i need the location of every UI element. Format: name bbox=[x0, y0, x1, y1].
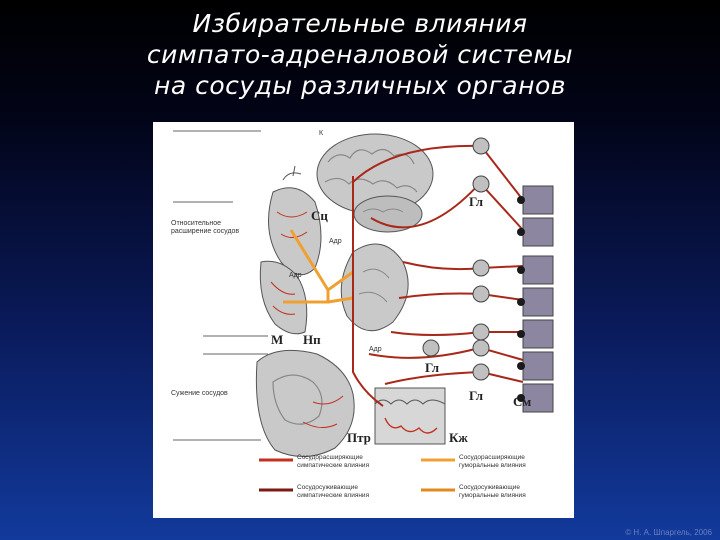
legend-item-sympathetic-constricting: Сосудосуживающие симпатические влияния bbox=[297, 484, 370, 499]
legend-swatches bbox=[259, 458, 455, 492]
humoral-pathways bbox=[283, 229, 354, 304]
label-k: К bbox=[319, 130, 324, 137]
copyright: © Н. А. Шпаргель, 2006 bbox=[625, 528, 712, 537]
caption-constriction: Сужение сосудов bbox=[171, 390, 228, 397]
muscle-icon bbox=[259, 260, 308, 335]
ganglia bbox=[422, 137, 490, 381]
label-gl-top: Гл bbox=[469, 194, 484, 209]
guide-lines bbox=[173, 130, 268, 441]
intestine-icon bbox=[255, 349, 355, 458]
label-adr-1: Адр bbox=[329, 238, 342, 245]
label-gl-low: Гл bbox=[469, 388, 484, 403]
sympathetic-pathways bbox=[352, 144, 524, 407]
label-adr-3: Адр bbox=[369, 346, 382, 353]
label-m: М bbox=[271, 332, 284, 347]
spinal-cord bbox=[522, 185, 554, 413]
slide-title: Избирательные влияния симпато-адреналово… bbox=[0, 8, 720, 101]
label-np: Нп bbox=[303, 332, 321, 347]
legend-item-sympathetic-dilating: Сосудорасширяющие симпатические влияния bbox=[297, 454, 370, 469]
label-ptr: Птр bbox=[347, 430, 371, 445]
spinal-nerve-roots bbox=[517, 196, 525, 402]
legend-item-humoral-constricting: Сосудосуживающие гуморальные влияния bbox=[459, 484, 526, 499]
label-adr-2: Адр bbox=[289, 272, 302, 279]
caption-dilation: Относительное расширение сосудов bbox=[171, 220, 240, 235]
vascular-diagram: К Сц Гл Адр Адр Адр М Нп Гл Гл См Птр Кж… bbox=[153, 122, 574, 518]
kidney-icon bbox=[340, 243, 409, 332]
diagram-drawing bbox=[173, 130, 554, 492]
label-gl-mid: Гл bbox=[425, 360, 440, 375]
title-line-3: на сосуды различных органов bbox=[154, 71, 566, 100]
brain-icon bbox=[316, 133, 434, 233]
label-kzh: Кж bbox=[449, 430, 468, 445]
legend-item-humoral-dilating: Сосудорасширяющие гуморальные влияния bbox=[459, 454, 526, 469]
label-sm: См bbox=[513, 394, 532, 409]
skin-icon bbox=[374, 387, 446, 445]
title-line-1: Избирательные влияния bbox=[192, 9, 528, 38]
label-sc: Сц bbox=[311, 208, 328, 223]
title-line-2: симпато-адреналовой системы bbox=[146, 40, 574, 69]
